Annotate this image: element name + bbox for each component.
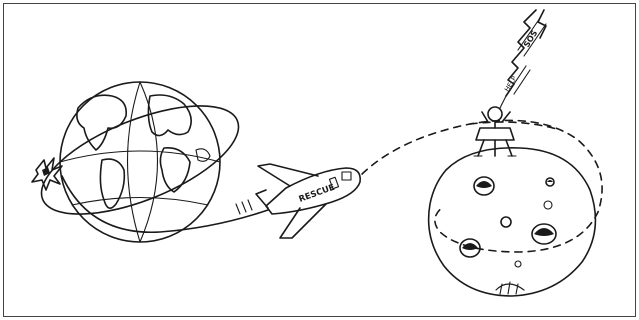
lunar-lander-icon bbox=[473, 95, 517, 157]
sos-signal-text: SOS bbox=[522, 29, 539, 50]
crater-icon bbox=[543, 200, 553, 210]
crater-icon bbox=[500, 216, 512, 228]
crater-icon bbox=[514, 260, 522, 268]
crater-icon bbox=[473, 176, 495, 196]
shuttle-label: RESCUE bbox=[298, 183, 337, 205]
rescue-shuttle-icon: RESCUE bbox=[255, 163, 362, 239]
earth-globe-icon bbox=[31, 81, 240, 243]
launch-burst-icon bbox=[31, 157, 63, 191]
crater-icon bbox=[545, 177, 555, 187]
distress-signal-icon bbox=[505, 9, 547, 97]
frame-border bbox=[3, 3, 636, 317]
crater-icon bbox=[459, 238, 481, 258]
moon-icon bbox=[427, 147, 597, 297]
launch-trajectory bbox=[61, 175, 269, 234]
crater-icon bbox=[531, 223, 557, 245]
exhaust-marks-icon bbox=[235, 199, 253, 215]
orbit-path-top bbox=[469, 121, 561, 131]
rescue-flight-path bbox=[361, 119, 603, 253]
